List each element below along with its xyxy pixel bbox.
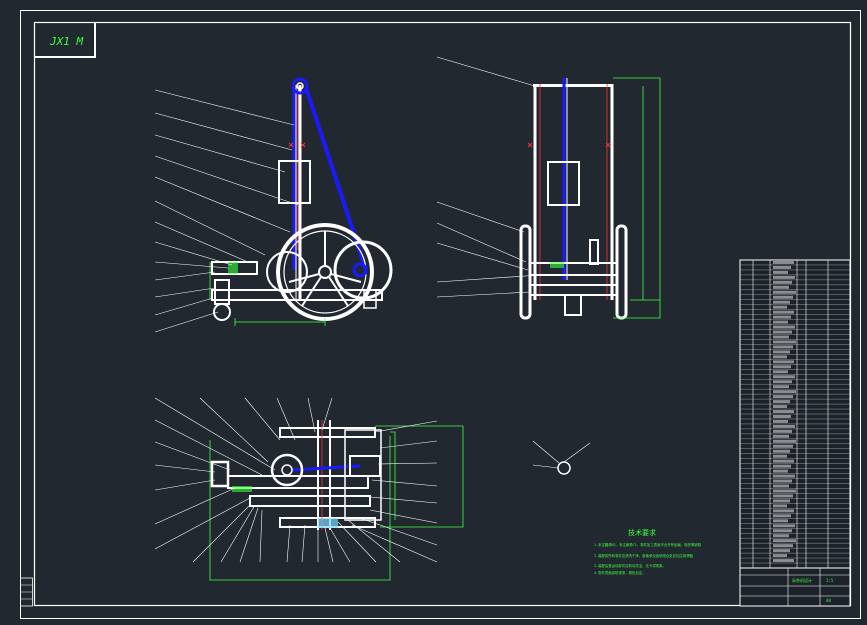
bom-cell-text bbox=[773, 529, 792, 533]
bom-cell-text bbox=[773, 365, 791, 369]
notes-line-3: 3.装配后各运动部件应转动灵活、无卡滞现象。 bbox=[594, 563, 666, 568]
bom-cell-text bbox=[773, 375, 795, 379]
bom-cell-text bbox=[773, 390, 796, 394]
bom-cell-text bbox=[773, 519, 788, 523]
bom-cell-text bbox=[773, 345, 793, 349]
bom-cell-text bbox=[773, 270, 788, 274]
drawing-code: JX1 M bbox=[49, 35, 83, 48]
bom-cell-text bbox=[773, 340, 796, 344]
bom-cell-text bbox=[773, 524, 795, 528]
bom-cell-text bbox=[773, 415, 791, 418]
bom-cell-text bbox=[773, 290, 796, 294]
inner-border bbox=[33, 21, 852, 607]
bom-cell-text bbox=[773, 280, 792, 284]
bom-cell-text bbox=[773, 489, 796, 493]
front-view bbox=[209, 77, 393, 326]
bom-cell-text bbox=[773, 370, 788, 374]
side-view-leaders bbox=[436, 56, 541, 298]
bom-cell-text bbox=[773, 310, 794, 314]
bom-cell-text bbox=[773, 380, 792, 384]
bom-cell-text bbox=[773, 355, 787, 359]
bom-cell-text bbox=[773, 300, 790, 304]
bom-cell-text bbox=[773, 400, 790, 404]
bom-cell-text bbox=[773, 360, 794, 364]
bom-cell-text bbox=[773, 474, 795, 478]
bom-cell-text bbox=[773, 464, 791, 468]
bom-cell-text bbox=[773, 434, 789, 438]
bom-cell-text bbox=[773, 405, 787, 409]
title-block-scale: 1:5 bbox=[826, 578, 834, 583]
detail-callout bbox=[532, 440, 591, 475]
bom-cell-text bbox=[773, 410, 794, 413]
bom-cell-text bbox=[773, 325, 795, 329]
front-view-leaders bbox=[154, 89, 299, 333]
bom-cell-text bbox=[773, 444, 793, 448]
title-block-sheet: A0 bbox=[826, 598, 831, 603]
bom-cell-text bbox=[773, 419, 788, 423]
notes-line-1: 1.未注圆角R2，未注倒角C1，零件加工表面不允许有划痕、碰伤等缺陷 bbox=[594, 542, 702, 547]
bom-cell-text bbox=[773, 305, 787, 309]
notes-line-4: 4.零件表面涂防锈漆，颜色自定。 bbox=[594, 570, 646, 575]
bom-cell-text bbox=[773, 484, 789, 488]
bom-cell-text bbox=[773, 320, 788, 324]
bom-cell-text bbox=[773, 494, 793, 498]
side-view bbox=[519, 77, 661, 320]
bom-cell-text bbox=[773, 449, 790, 453]
bom-cell-text bbox=[773, 350, 790, 354]
outer-border bbox=[20, 10, 861, 619]
bom-table bbox=[739, 259, 851, 581]
bom-cell-text bbox=[773, 514, 791, 518]
bom-cell-text bbox=[773, 469, 788, 473]
title-block: 采茶机设计 1:5 A0 bbox=[739, 567, 851, 607]
drawing-code-box: JX1 M bbox=[34, 22, 96, 58]
bom-cell-text bbox=[773, 509, 794, 513]
bom-cell-text bbox=[773, 559, 794, 563]
bom-cell-text bbox=[773, 429, 792, 433]
notes-title: 技术要求 bbox=[628, 528, 656, 537]
bom-cell-text bbox=[773, 454, 787, 458]
bom-cell-text bbox=[773, 424, 795, 428]
revision-box bbox=[20, 577, 33, 607]
bom-cell-text bbox=[773, 295, 793, 299]
bom-cell-text bbox=[773, 315, 791, 319]
bom-cell-text bbox=[773, 504, 787, 508]
bom-cell-text bbox=[773, 479, 792, 483]
bom-cell-text bbox=[773, 439, 796, 443]
bom-cell-text bbox=[773, 459, 794, 463]
bom-cell-text bbox=[773, 385, 789, 389]
bom-cell-text bbox=[773, 549, 790, 553]
front-chain-diag bbox=[304, 87, 368, 271]
title-block-title: 采茶机设计 bbox=[792, 577, 812, 583]
bom-cell-text bbox=[773, 330, 792, 334]
bom-cell-text bbox=[773, 534, 789, 538]
technical-notes: 技术要求 1.未注圆角R2，未注倒角C1，零件加工表面不允许有划痕、碰伤等缺陷 … bbox=[594, 528, 702, 575]
bom-cell-text bbox=[773, 285, 789, 289]
bom-cell-text bbox=[773, 261, 794, 264]
bom-cell-text bbox=[773, 499, 790, 503]
bom-cell-text bbox=[773, 554, 787, 558]
bom-cell-text bbox=[773, 395, 793, 399]
bom-cell-text bbox=[773, 544, 793, 548]
top-view bbox=[209, 420, 464, 581]
bom-cell-text bbox=[773, 275, 795, 279]
bom-cell-text bbox=[773, 539, 796, 543]
bom-cell-text bbox=[773, 265, 791, 269]
top-view-leaders bbox=[154, 397, 438, 563]
bom-rows bbox=[740, 261, 850, 564]
bom-cell-text bbox=[773, 335, 789, 339]
notes-line-2: 2.装配前所有零件应清洗干净，各轴承及齿轮啮合处应加注润滑脂 bbox=[594, 553, 694, 558]
